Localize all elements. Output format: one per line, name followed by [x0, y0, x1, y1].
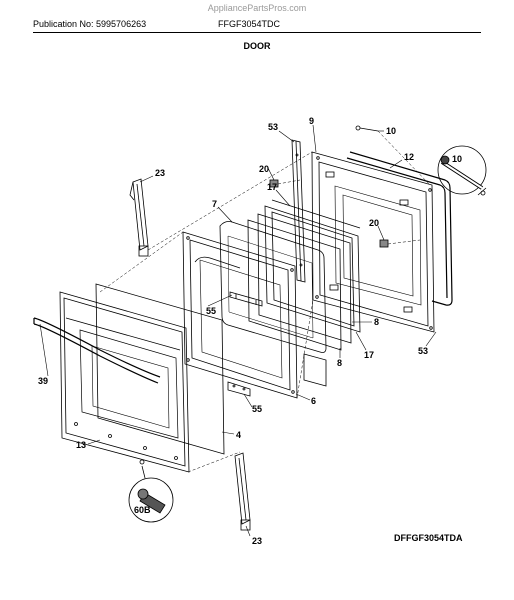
label-53-bottom: 53	[418, 346, 428, 356]
label-23-top: 23	[155, 168, 165, 178]
part-glass-spacer	[264, 199, 361, 333]
model-number: FFGF3054TDC	[218, 19, 281, 29]
label-17-top: 17	[267, 182, 277, 192]
part-clip-20b	[379, 239, 389, 248]
watermark: AppliancePartsPros.com	[207, 3, 307, 13]
alignment-lines	[99, 130, 431, 473]
label-55-top: 55	[206, 306, 216, 316]
part-hinge-bottom	[234, 452, 251, 531]
part-hinge-top	[129, 178, 149, 257]
label-6: 6	[311, 396, 316, 406]
label-8-bottom: 8	[337, 358, 342, 368]
label-55-bottom: 55	[252, 404, 262, 414]
part-outer-glass	[95, 283, 225, 455]
label-23-bottom: 23	[252, 536, 262, 546]
label-20-mid: 20	[369, 218, 379, 228]
label-9: 9	[309, 116, 314, 126]
part-outer-door	[59, 291, 190, 473]
label-4: 4	[236, 430, 241, 440]
part-insulation	[219, 221, 327, 387]
publication-number: Publication No: 5995706263	[33, 19, 147, 29]
callout-screw-10	[437, 145, 487, 196]
header-rule	[33, 32, 481, 33]
label-10-screw: 10	[386, 126, 396, 136]
part-inner-liner	[311, 151, 435, 333]
label-13: 13	[76, 440, 86, 450]
label-20-top: 20	[259, 164, 269, 174]
part-bracket-55a	[229, 291, 263, 307]
part-gasket	[346, 151, 453, 306]
label-17-bottom: 17	[364, 350, 374, 360]
part-bracket-55b	[227, 381, 251, 397]
part-labels: 53 9 10 12 10 20 23 17 7 20 55 8 8 17 53…	[38, 116, 462, 546]
label-60b: 60B	[134, 505, 151, 515]
figure-code: DFFGF3054TDA	[394, 533, 463, 543]
leader-lines	[39, 124, 437, 537]
part-handle	[33, 317, 161, 384]
label-10-callout: 10	[452, 154, 462, 164]
section-title: DOOR	[243, 41, 271, 51]
part-inner-glass	[247, 213, 352, 351]
part-inner-frame	[182, 231, 298, 399]
label-7: 7	[212, 199, 217, 209]
part-side-trim	[291, 139, 306, 283]
label-8-right: 8	[374, 317, 379, 327]
label-39: 39	[38, 376, 48, 386]
callout-screw-60b	[128, 459, 174, 523]
label-53-top: 53	[268, 122, 278, 132]
label-12: 12	[404, 152, 414, 162]
part-screw-10	[355, 125, 379, 132]
